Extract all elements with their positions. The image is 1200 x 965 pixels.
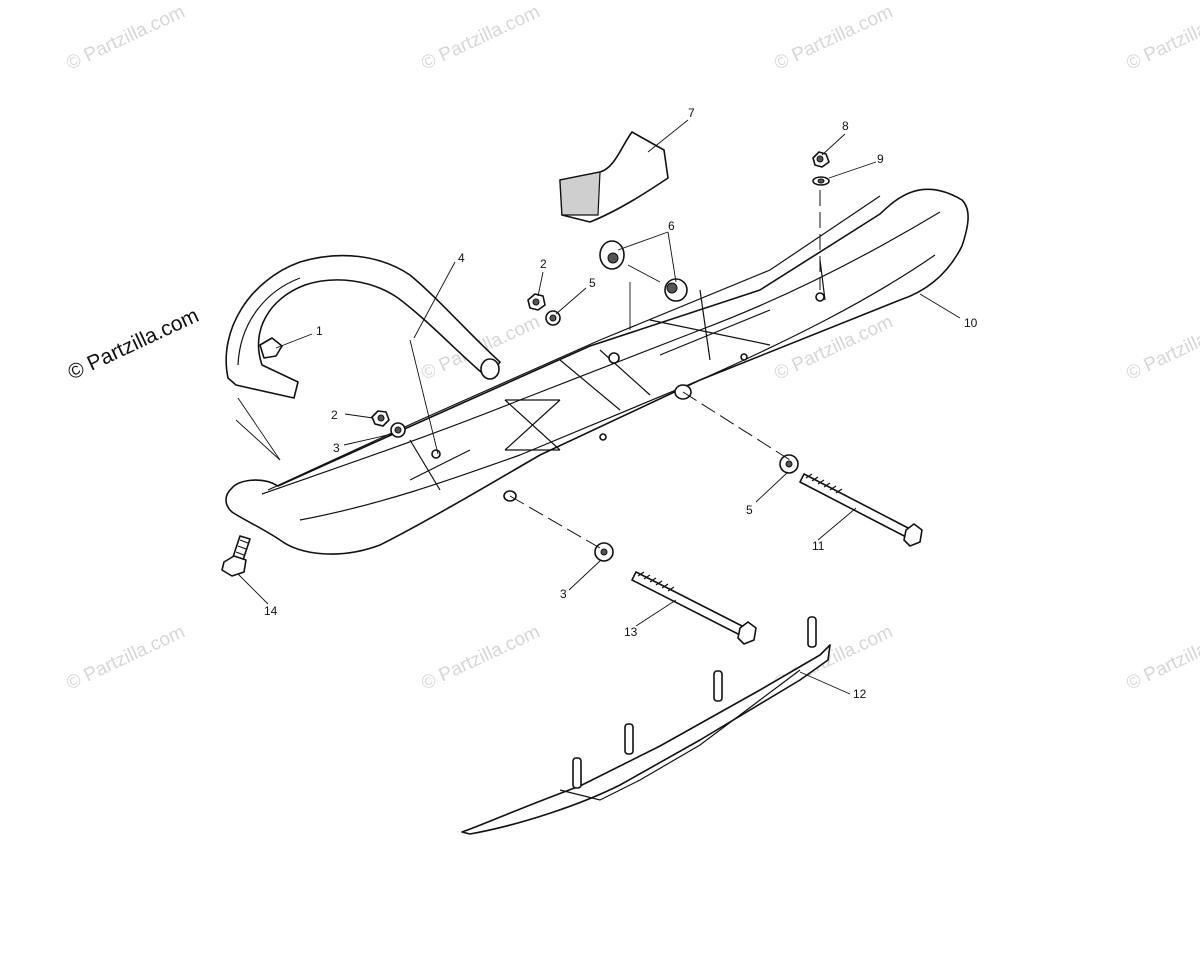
callout-7: 7 bbox=[688, 106, 695, 120]
callout-6: 6 bbox=[668, 219, 675, 233]
callout-11: 11 bbox=[812, 539, 825, 553]
ski-body bbox=[225, 188, 969, 555]
callout-1: 1 bbox=[316, 324, 323, 338]
callout-14: 14 bbox=[264, 604, 278, 618]
callout-4: 4 bbox=[458, 251, 465, 265]
callout-3: 3 bbox=[333, 441, 340, 455]
ski-loop bbox=[225, 254, 501, 399]
callout-labels: 1 2 2 3 3 4 5 5 6 7 8 9 10 11 12 13 14 bbox=[264, 106, 978, 701]
watermark: © Partzilla.com bbox=[63, 1, 188, 74]
callout-9: 9 bbox=[877, 152, 884, 166]
leader-lines bbox=[237, 119, 961, 695]
assembly-lines bbox=[235, 190, 821, 549]
callout-5: 5 bbox=[589, 276, 596, 290]
watermark: © Partzilla.com bbox=[771, 1, 896, 74]
bolt-short bbox=[631, 571, 757, 645]
callout-2: 2 bbox=[331, 408, 338, 422]
saddle-block bbox=[559, 131, 669, 223]
watermark: © Partzilla.com bbox=[63, 621, 188, 694]
callout-5: 5 bbox=[746, 503, 753, 517]
callout-12: 12 bbox=[853, 687, 867, 701]
bolt-long bbox=[799, 473, 923, 547]
callout-2: 2 bbox=[540, 257, 547, 271]
bushing-parts bbox=[599, 240, 688, 302]
callout-8: 8 bbox=[842, 119, 849, 133]
watermark: © Partzilla.com bbox=[1123, 311, 1200, 384]
watermark: © Partzilla.com bbox=[1123, 1, 1200, 74]
callout-13: 13 bbox=[624, 625, 638, 639]
callout-3: 3 bbox=[560, 587, 567, 601]
callout-10: 10 bbox=[964, 316, 978, 330]
wear-bar bbox=[461, 616, 831, 835]
watermark: © Partzilla.com bbox=[1123, 621, 1200, 694]
watermark: © Partzilla.com bbox=[418, 621, 543, 694]
watermark-primary: © Partzilla.com bbox=[64, 304, 202, 385]
small-bolt bbox=[221, 535, 251, 577]
watermark: © Partzilla.com bbox=[418, 1, 543, 74]
